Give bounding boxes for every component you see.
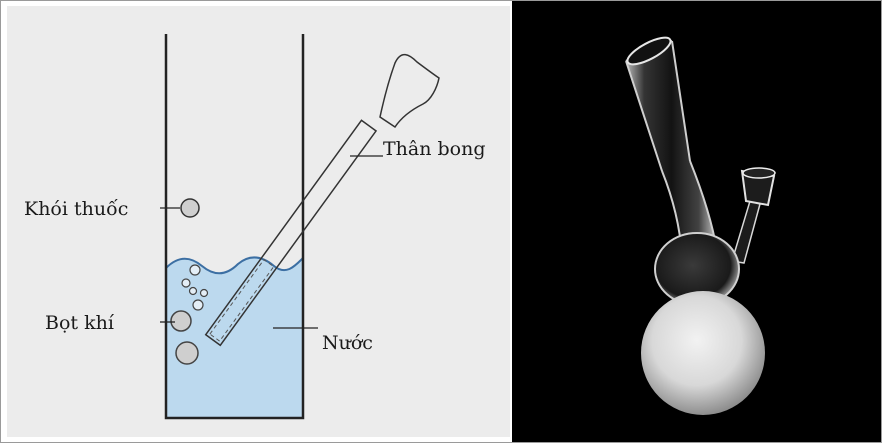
photo-panel [512, 1, 881, 442]
air-bubble [176, 342, 198, 364]
air-bubble [190, 265, 200, 275]
label-bubbles: Bọt khí [45, 312, 115, 334]
label-smoke: Khói thuốc [24, 198, 128, 220]
diagram-svg: Khói thuốc Bọt khí Thân bong Nước [7, 6, 510, 437]
smoke-bubble [181, 199, 199, 217]
label-stem: Thân bong [383, 138, 486, 160]
air-bubble [182, 279, 190, 287]
frosted-base [641, 291, 765, 415]
bowl-rim [743, 168, 775, 178]
air-bubble [190, 288, 197, 295]
label-water: Nước [322, 332, 373, 354]
bong-tube [626, 41, 717, 256]
air-bubble [193, 300, 203, 310]
bong-photo [512, 1, 881, 442]
air-bubble [201, 290, 208, 297]
diagram-panel: Khói thuốc Bọt khí Thân bong Nước [7, 6, 510, 437]
air-bubble [171, 311, 191, 331]
bong-bowl [380, 55, 439, 127]
